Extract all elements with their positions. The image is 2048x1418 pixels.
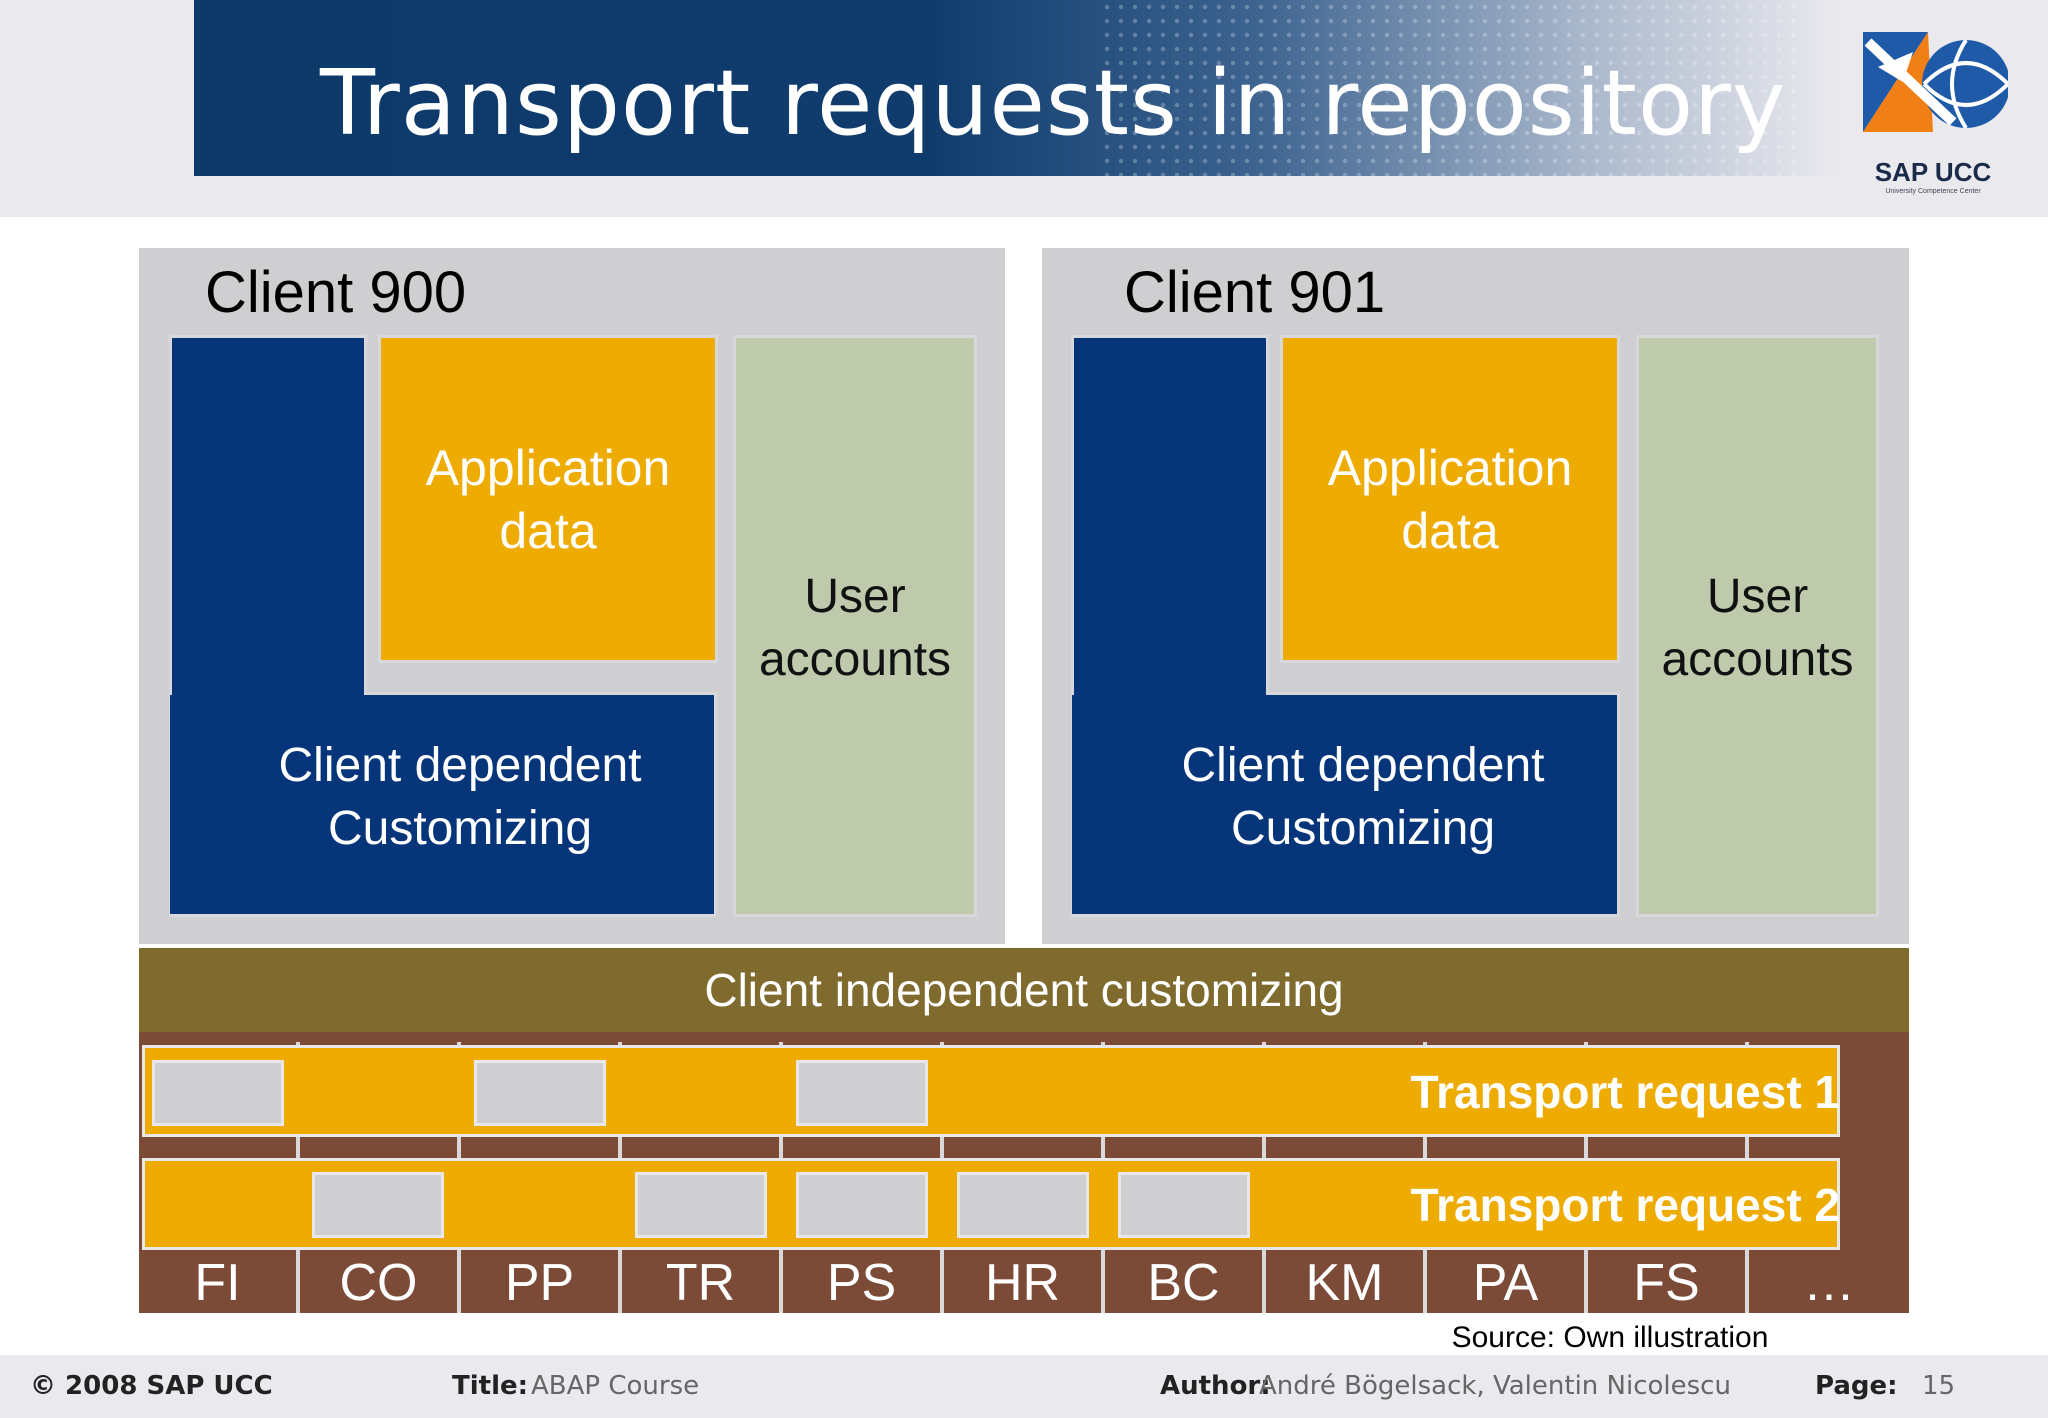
footer-copyright: © 2008 SAP UCC bbox=[30, 1371, 273, 1401]
client-901-title: Client 901 bbox=[1124, 260, 1386, 325]
client-901-application-label: Application data bbox=[1327, 440, 1573, 559]
footer-page-label: Page: bbox=[1815, 1371, 1898, 1401]
header-dot-pattern bbox=[1100, 0, 1800, 176]
client-900-customizing-label: Client dependent Customizing bbox=[278, 739, 642, 855]
module-label-tr: TR bbox=[665, 1254, 736, 1312]
transport-object-pp bbox=[474, 1060, 606, 1126]
footer-title-value: ABAP Course bbox=[531, 1371, 700, 1401]
client-900-user-accounts bbox=[733, 335, 977, 917]
module-label-hr: HR bbox=[984, 1254, 1061, 1312]
client-900-application-label: Application data bbox=[425, 440, 671, 559]
module-label-more: … bbox=[1803, 1254, 1855, 1312]
client-900-customizing-lower bbox=[367, 692, 717, 917]
transport-object-fi bbox=[152, 1060, 284, 1126]
module-label-pa: PA bbox=[1472, 1254, 1539, 1312]
client-901-customizing-lower bbox=[1269, 692, 1620, 917]
transport-request-1-label: Transport request 1 bbox=[1410, 1066, 1840, 1118]
sap-ucc-logo-icon bbox=[1858, 22, 2010, 197]
transport-object-ps bbox=[796, 1060, 928, 1126]
client-901-customizing-label: Client dependent Customizing bbox=[1181, 739, 1545, 855]
module-label-km: KM bbox=[1305, 1254, 1384, 1312]
footer-author-value: André Bögelsack, Valentin Nicolescu bbox=[1259, 1371, 1731, 1401]
module-label-fi: FI bbox=[194, 1254, 241, 1312]
slide-title: Transport requests in repository bbox=[320, 51, 1787, 156]
module-label-ps: PS bbox=[826, 1254, 897, 1312]
footer bbox=[0, 1355, 2048, 1418]
transport-object-co bbox=[312, 1172, 444, 1238]
module-label-bc: BC bbox=[1147, 1254, 1220, 1312]
footer-title-label: Title: bbox=[452, 1371, 529, 1401]
client-900-application-data bbox=[378, 335, 718, 663]
client-independent-band bbox=[139, 948, 1909, 1032]
footer-page-number: 15 bbox=[1922, 1371, 1956, 1401]
client-901-user-accounts-label: User accounts bbox=[1661, 570, 1854, 686]
module-label-fs: FS bbox=[1633, 1254, 1700, 1312]
client-900-user-accounts-label: User accounts bbox=[758, 570, 952, 686]
client-900-title: Client 900 bbox=[205, 260, 467, 325]
module-top-gap bbox=[139, 1032, 1909, 1042]
client-901-user-accounts bbox=[1636, 335, 1879, 917]
footer-author-label: Author: bbox=[1160, 1371, 1271, 1401]
source-note: Source: Own illustration bbox=[1451, 1321, 1769, 1354]
client-900-customizing-join bbox=[170, 695, 370, 914]
transport-request-1-bar bbox=[142, 1045, 1840, 1137]
module-label-co: CO bbox=[339, 1254, 418, 1312]
transport-object-bc bbox=[1118, 1172, 1250, 1238]
transport-request-2-label: Transport request 2 bbox=[1410, 1179, 1840, 1231]
logo-subtext: University Competence Center bbox=[1885, 188, 1981, 195]
header-title-band bbox=[194, 0, 1834, 176]
transport-object-tr bbox=[635, 1172, 767, 1238]
transport-object-ps bbox=[796, 1172, 928, 1238]
client-901-application-data bbox=[1280, 335, 1620, 663]
transport-object-hr bbox=[957, 1172, 1089, 1238]
client-independent-label: Client independent customizing bbox=[704, 964, 1344, 1016]
client-901-customizing-join bbox=[1072, 695, 1272, 914]
logo-text: SAP UCC bbox=[1874, 157, 1992, 187]
module-label-pp: PP bbox=[504, 1254, 575, 1312]
